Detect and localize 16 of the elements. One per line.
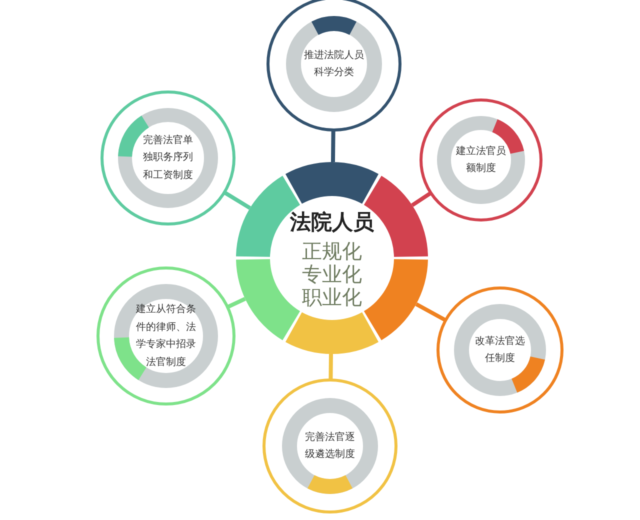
- circle-label: 完善法官单独职务序列和工资制度: [142, 134, 194, 183]
- connector-line: [223, 190, 252, 210]
- connector-line: [331, 130, 336, 162]
- circle-label: 完善法官逐级遴选制度: [304, 430, 356, 462]
- connector-line: [226, 297, 246, 309]
- circle-label: 建立法官员额制度: [456, 144, 506, 176]
- circle-label: 推进法院人员科学分类: [303, 48, 365, 80]
- center-keyword: 专业化: [302, 262, 362, 286]
- connector-line: [328, 354, 333, 380]
- circle-label: 改革法官选任制度: [475, 334, 525, 366]
- circle-label: 建立从符合条件的律师、法学专家中招录法官制度: [135, 302, 197, 370]
- center-title: 法院人员: [290, 208, 374, 236]
- connector-line: [411, 191, 432, 207]
- center-keyword: 职业化: [302, 286, 362, 308]
- connector-line: [415, 302, 447, 322]
- center-keyword: 正规化: [302, 240, 362, 262]
